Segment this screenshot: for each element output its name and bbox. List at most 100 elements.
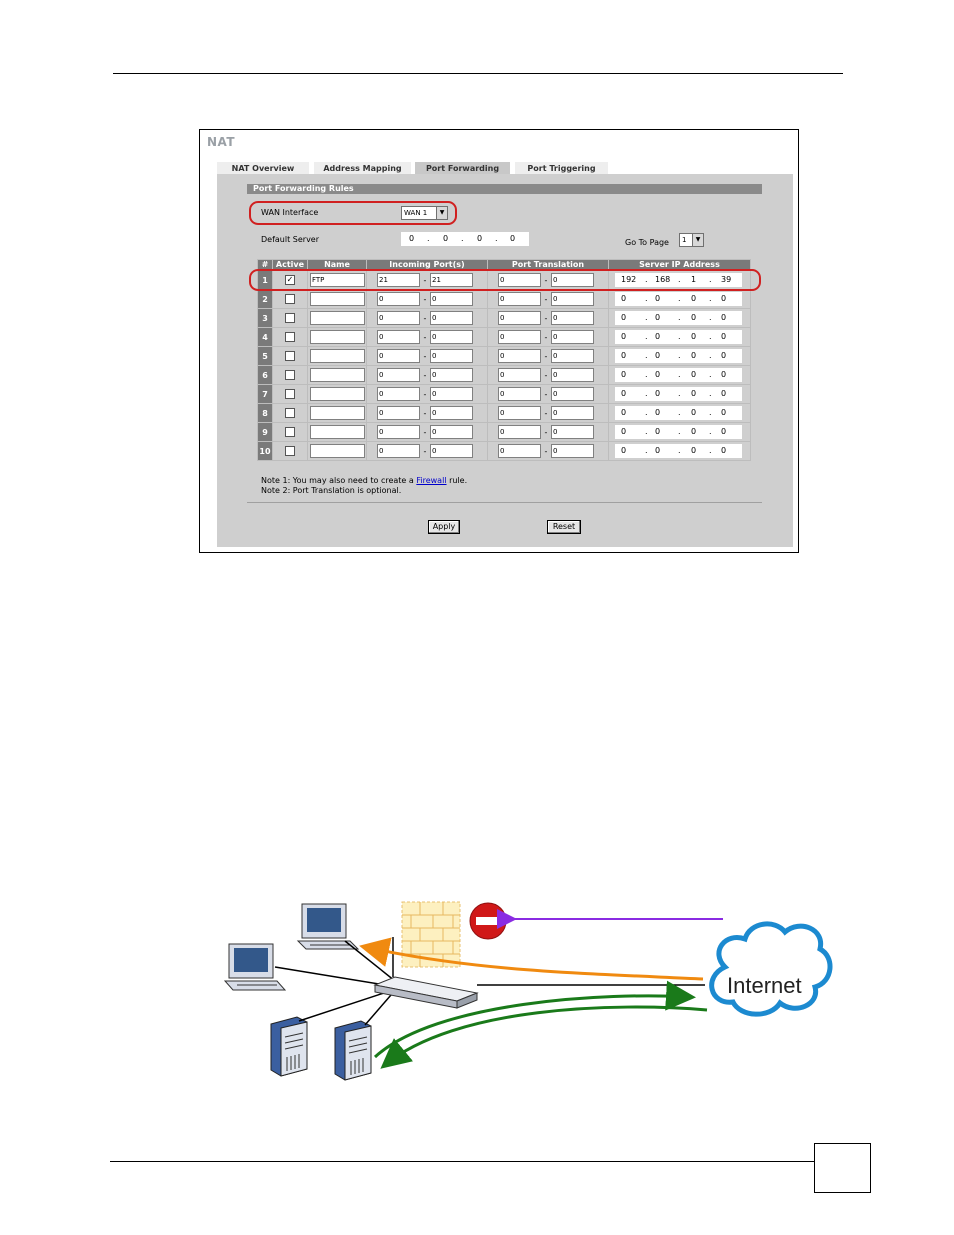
rule-name-input[interactable] [310,292,365,306]
rule-number: 4 [257,327,273,347]
translation-start-input[interactable]: 0 [498,406,541,420]
content-panel: Port Forwarding Rules WAN Interface WAN … [217,174,793,547]
translation-start-input[interactable]: 0 [498,349,541,363]
ip-octet-1: 0 [621,408,627,417]
translation-end-input[interactable]: 0 [551,349,594,363]
name-cell [307,365,367,385]
server-ip-cell: 192.168.1.39 [608,270,751,290]
active-checkbox[interactable] [285,294,295,304]
reset-button[interactable]: Reset [547,520,581,534]
computer-icon [296,903,360,950]
translation-start-input[interactable]: 0 [498,368,541,382]
server-ip-cell: 0.0.0.0 [608,422,751,442]
ip-octet-1: 0 [621,351,627,360]
server-ip-input[interactable]: 0.0.0.0 [615,406,742,420]
incoming-end-input[interactable]: 0 [430,330,473,344]
translation-start-input[interactable]: 0 [498,273,541,287]
incoming-end-input[interactable]: 0 [430,406,473,420]
server-ip-input[interactable]: 0.0.0.0 [615,368,742,382]
incoming-end-input[interactable]: 0 [430,349,473,363]
tab-nat-overview[interactable]: NAT Overview [217,161,309,175]
rule-name-input[interactable] [310,349,365,363]
incoming-start-input[interactable]: 0 [377,292,420,306]
incoming-start-input[interactable]: 0 [377,349,420,363]
active-checkbox[interactable] [285,332,295,342]
incoming-end-input[interactable]: 0 [430,444,473,458]
active-checkbox[interactable] [285,427,295,437]
translation-start-input[interactable]: 0 [498,387,541,401]
translation-end-input[interactable]: 0 [551,330,594,344]
active-checkbox[interactable] [285,408,295,418]
active-checkbox[interactable] [285,446,295,456]
active-checkbox[interactable] [285,351,295,361]
incoming-end-input[interactable]: 0 [430,425,473,439]
active-checkbox[interactable] [285,389,295,399]
translation-end-input[interactable]: 0 [551,387,594,401]
server-ip-input[interactable]: 192.168.1.39 [615,273,742,287]
translation-start-input[interactable]: 0 [498,311,541,325]
incoming-start-input[interactable]: 0 [377,444,420,458]
incoming-end-input[interactable]: 0 [430,387,473,401]
translation-end-input[interactable]: 0 [551,406,594,420]
translation-start-input[interactable]: 0 [498,330,541,344]
translation-end-input[interactable]: 0 [551,444,594,458]
page-title: NAT [207,135,236,149]
ip-octet-4: 0 [721,446,727,455]
tab-address-mapping[interactable]: Address Mapping [314,161,411,175]
default-server-ip[interactable]: 0 . 0 . 0 . 0 [401,232,529,246]
rule-name-input[interactable] [310,330,365,344]
incoming-start-input[interactable]: 0 [377,406,420,420]
incoming-end-input[interactable]: 0 [430,311,473,325]
translation-start-input[interactable]: 0 [498,444,541,458]
active-checkbox[interactable] [285,313,295,323]
tab-port-triggering[interactable]: Port Triggering [515,161,608,175]
incoming-start-input[interactable]: 0 [377,311,420,325]
incoming-end-input[interactable]: 0 [430,368,473,382]
translation-end-input[interactable]: 0 [551,273,594,287]
incoming-start-input[interactable]: 0 [377,425,420,439]
rule-name-input[interactable] [310,368,365,382]
rule-number: 6 [257,365,273,385]
translation-end-input[interactable]: 0 [551,368,594,382]
ip-octet-3: 0 [691,370,697,379]
go-to-page-select[interactable]: 1 ▼ [679,233,704,247]
active-checkbox[interactable] [285,370,295,380]
rule-name-input[interactable] [310,444,365,458]
incoming-start-input[interactable]: 0 [377,330,420,344]
active-checkbox[interactable]: ✓ [285,275,295,285]
incoming-end-input[interactable]: 0 [430,292,473,306]
firewall-link[interactable]: Firewall [416,476,447,485]
server-ip-input[interactable]: 0.0.0.0 [615,311,742,325]
translation-start-input[interactable]: 0 [498,425,541,439]
translation-end-input[interactable]: 0 [551,292,594,306]
rule-name-input[interactable]: FTP [310,273,365,287]
ip-octet-3: 0 [477,234,483,243]
incoming-end-input[interactable]: 21 [430,273,473,287]
translation-end-input[interactable]: 0 [551,425,594,439]
server-ip-input[interactable]: 0.0.0.0 [615,444,742,458]
rule-name-input[interactable] [310,425,365,439]
apply-button[interactable]: Apply [428,520,460,534]
server-ip-input[interactable]: 0.0.0.0 [615,387,742,401]
server-ip-input[interactable]: 0.0.0.0 [615,292,742,306]
translation-start-input[interactable]: 0 [498,292,541,306]
tab-port-forwarding[interactable]: Port Forwarding [415,161,510,175]
rule-name-input[interactable] [310,406,365,420]
incoming-cell: 0-0 [366,327,488,347]
server-ip-input[interactable]: 0.0.0.0 [615,425,742,439]
server-ip-input[interactable]: 0.0.0.0 [615,330,742,344]
ip-octet-3: 0 [691,408,697,417]
rule-name-input[interactable] [310,311,365,325]
wan-interface-select[interactable]: WAN 1 ▼ [401,206,448,220]
port-forwarding-diagram: Internet [223,901,833,1081]
translation-end-input[interactable]: 0 [551,311,594,325]
dropdown-arrow-icon: ▼ [692,234,703,246]
incoming-start-input[interactable]: 0 [377,368,420,382]
incoming-start-input[interactable]: 0 [377,387,420,401]
rule-name-input[interactable] [310,387,365,401]
incoming-start-input[interactable]: 21 [377,273,420,287]
ip-octet-1: 0 [621,332,627,341]
server-ip-input[interactable]: 0.0.0.0 [615,349,742,363]
